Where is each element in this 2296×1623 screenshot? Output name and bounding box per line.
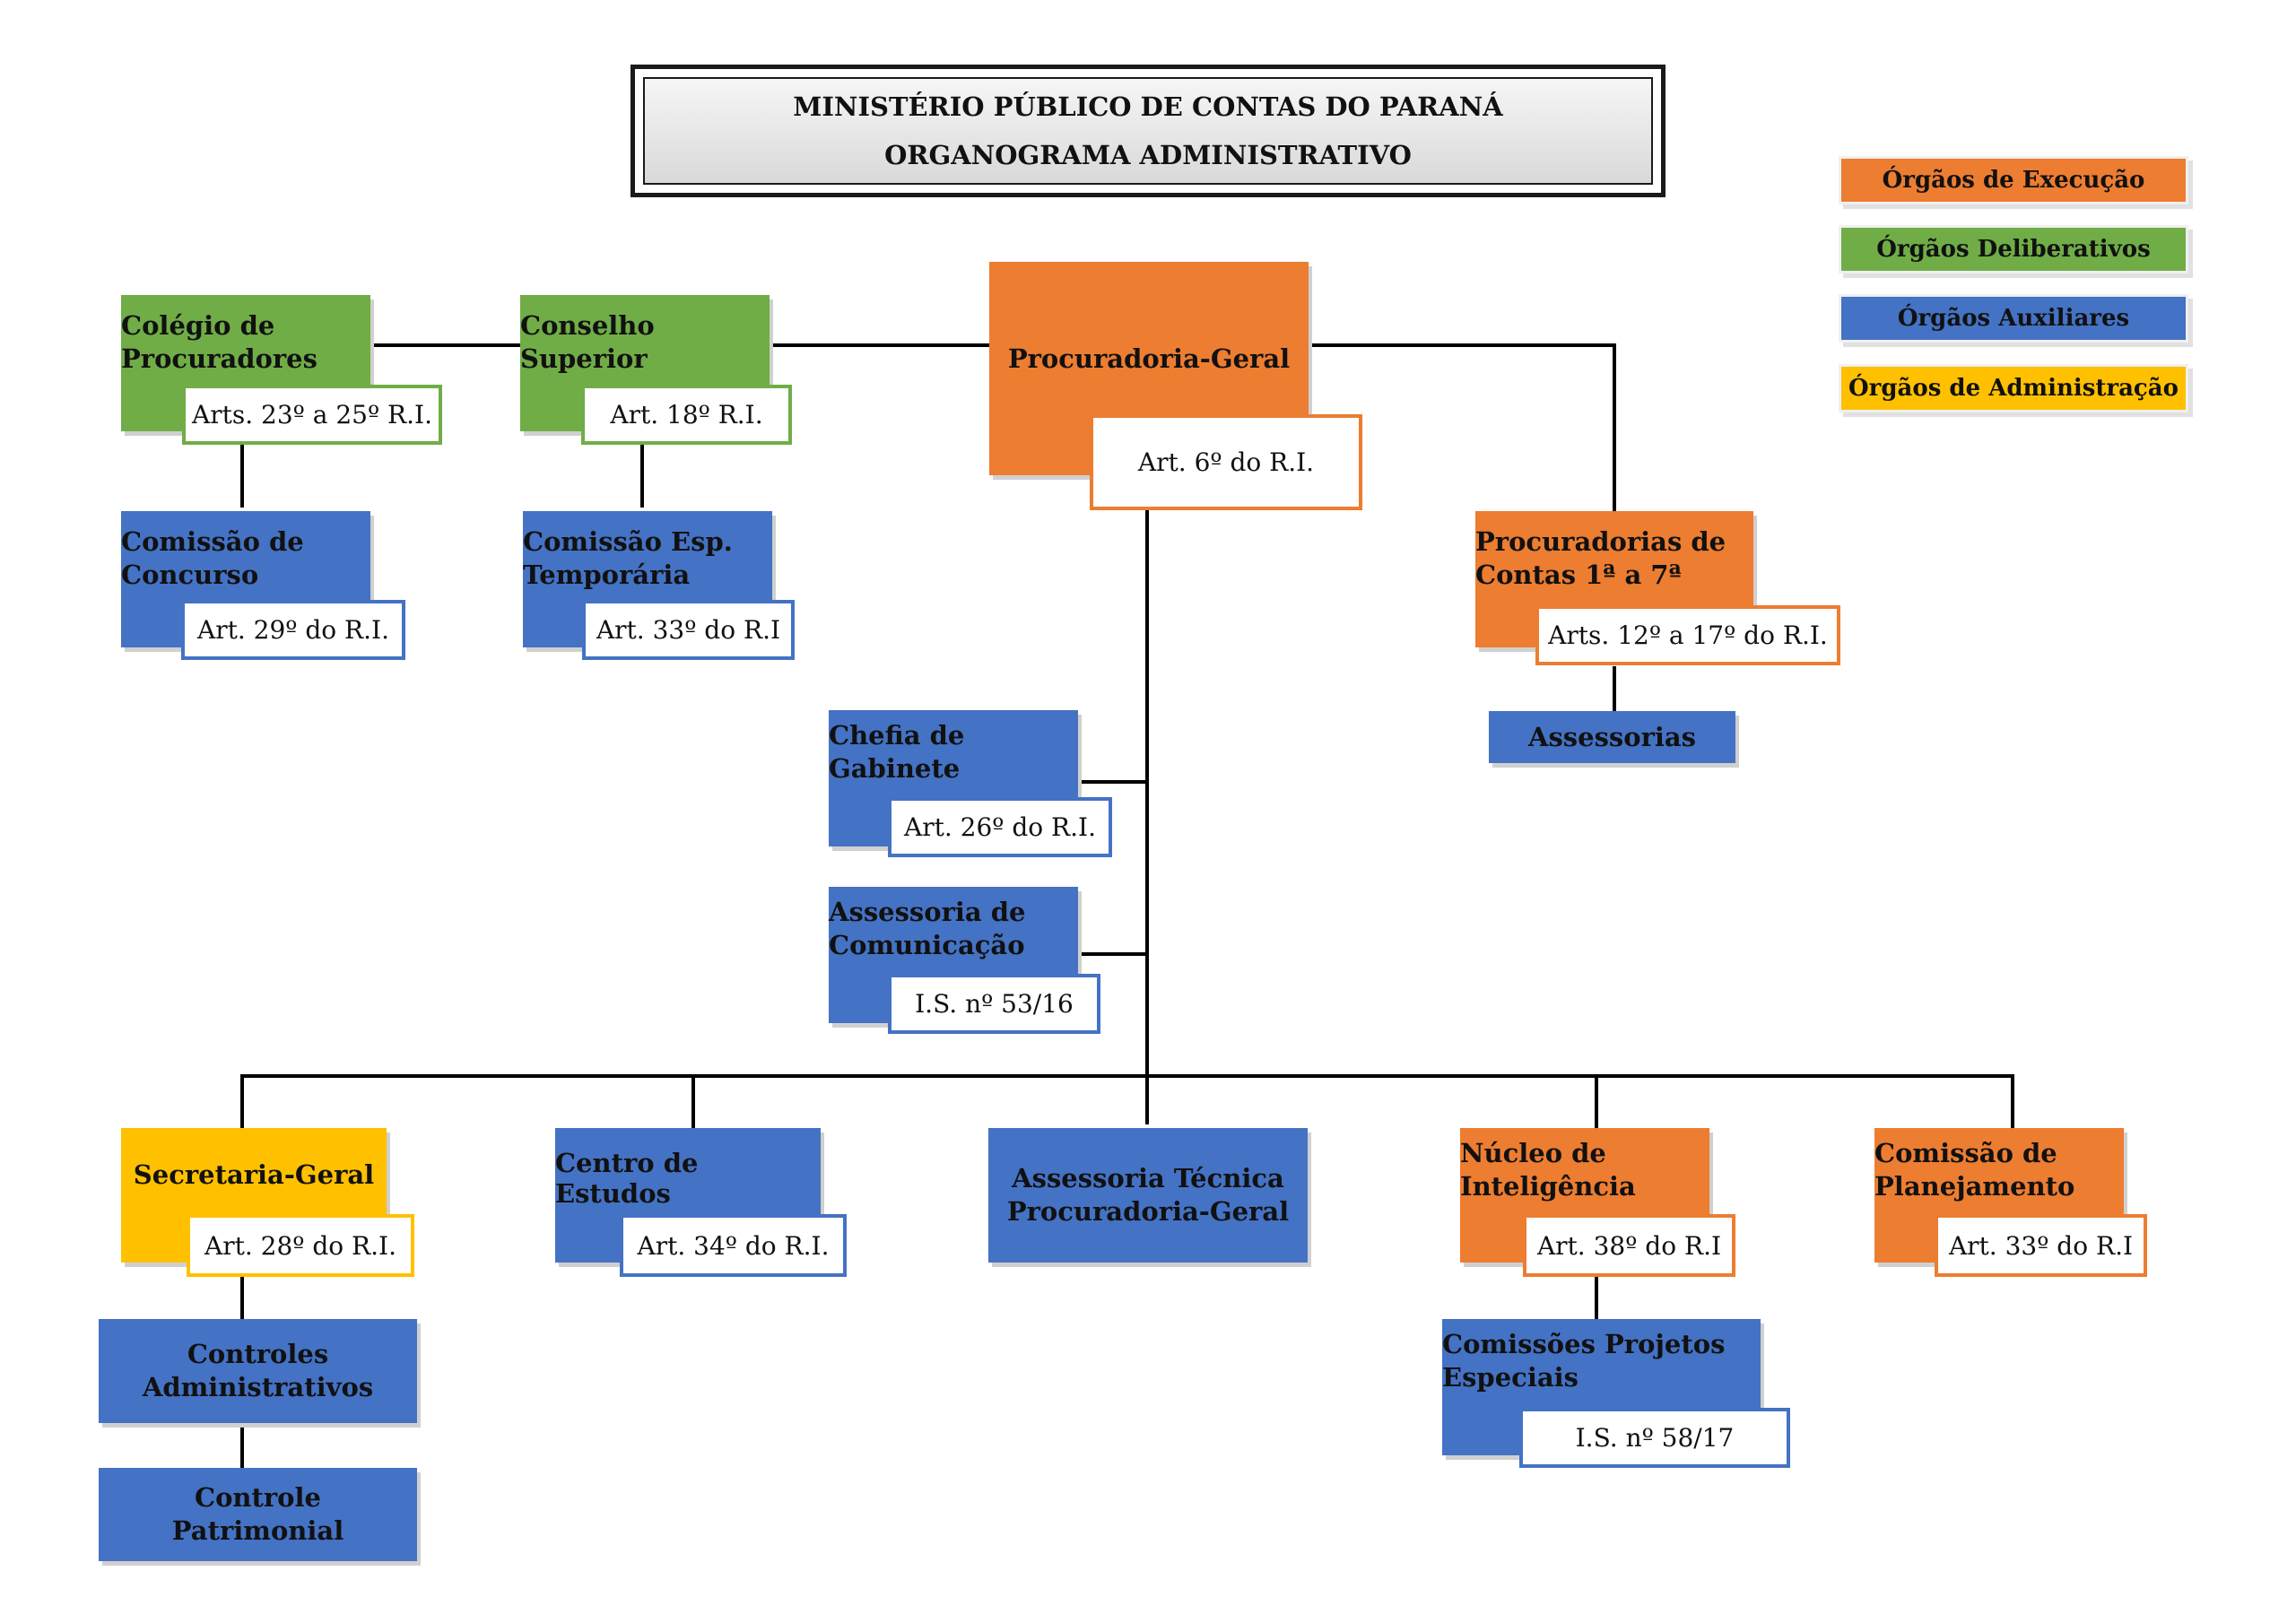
title-line-1: MINISTÉRIO PÚBLICO DE CONTAS DO PARANÁ — [793, 91, 1503, 122]
ref-conselho: Art. 18º R.I. — [581, 385, 792, 445]
node-assessoria-tecnica: Assessoria Técnica Procuradoria-Geral — [988, 1128, 1308, 1263]
node-label: Gabinete — [829, 753, 961, 784]
node-label: Assessorias — [1527, 721, 1696, 752]
connector-line — [1074, 780, 1147, 784]
connector-line — [240, 1074, 244, 1130]
node-assessorias: Assessorias — [1489, 711, 1735, 763]
connector-line — [1613, 666, 1616, 713]
legend-auxiliares: Órgãos Auxiliares — [1839, 294, 2188, 343]
connector-line — [1595, 1074, 1598, 1130]
ref-procuradoria-geral: Art. 6º do R.I. — [1090, 414, 1362, 510]
node-label: Assessoria de — [829, 897, 1026, 927]
connector-line — [1309, 343, 1616, 347]
node-label: Comissão de — [121, 526, 304, 557]
node-label: Estudos — [555, 1178, 671, 1209]
diagram-title-frame: MINISTÉRIO PÚBLICO DE CONTAS DO PARANÁ O… — [631, 65, 1665, 197]
node-controles-administrativos: Controles Administrativos — [99, 1319, 417, 1423]
legend-administracao: Órgãos de Administração — [1839, 364, 2188, 412]
ref-procuradorias-contas: Arts. 12º a 17º do R.I. — [1535, 605, 1840, 665]
connector-line — [368, 343, 523, 347]
node-label: Controle — [195, 1482, 321, 1513]
ref-comissao-planejamento: Art. 33º do R.I — [1935, 1214, 2147, 1277]
diagram-title: MINISTÉRIO PÚBLICO DE CONTAS DO PARANÁ O… — [643, 77, 1653, 185]
connector-line — [240, 443, 244, 508]
connector-line — [240, 1074, 2014, 1078]
node-procuradoria-geral: Procuradoria-Geral — [989, 262, 1309, 475]
node-label: Administrativos — [142, 1372, 374, 1402]
ref-comissao-esp: Art. 33º do R.I — [582, 600, 795, 660]
node-label: Comunicação — [829, 930, 1025, 960]
node-label: Procuradores — [121, 343, 317, 374]
node-label: Chefia de — [829, 720, 965, 751]
node-label: Conselho — [520, 310, 655, 341]
node-label: Patrimonial — [171, 1515, 344, 1546]
connector-line — [770, 343, 991, 347]
connector-line — [2011, 1074, 2014, 1130]
connector-line — [1613, 343, 1616, 514]
connector-line — [1595, 1273, 1598, 1320]
connector-line — [1145, 509, 1149, 1124]
ref-secretaria: Art. 28º do R.I. — [187, 1214, 414, 1277]
ref-centro-estudos: Art. 34º do R.I. — [620, 1214, 847, 1277]
connector-line — [1074, 952, 1147, 956]
connector-line — [640, 443, 644, 508]
node-label: Assessoria Técnica — [1012, 1163, 1284, 1193]
title-line-2: ORGANOGRAMA ADMINISTRATIVO — [884, 140, 1412, 170]
connector-line — [240, 1422, 244, 1469]
node-label: Contas 1ª a 7ª — [1475, 560, 1682, 590]
node-label: Especiais — [1442, 1362, 1578, 1393]
legend-deliberativos: Órgãos Deliberativos — [1839, 225, 2188, 273]
ref-colegio: Arts. 23º a 25º R.I. — [182, 385, 442, 445]
node-label: Colégio de — [121, 310, 275, 341]
node-label: Temporária — [523, 560, 691, 590]
node-label: Concurso — [121, 560, 259, 590]
ref-chefia: Art. 26º do R.I. — [888, 797, 1112, 857]
ref-nucleo: Art. 38º do R.I — [1523, 1214, 1735, 1277]
connector-line — [240, 1273, 244, 1320]
node-label: Comissão Esp. — [523, 526, 733, 557]
node-label: Controles — [187, 1339, 329, 1369]
node-label: Centro de — [555, 1148, 699, 1178]
node-label: Núcleo de — [1460, 1138, 1606, 1168]
ref-assessoria-comunicacao: I.S. nº 53/16 — [888, 974, 1100, 1034]
ref-comissoes-projetos: I.S. nº 58/17 — [1519, 1408, 1790, 1468]
node-label: Comissões Projetos — [1442, 1329, 1726, 1359]
node-label: Inteligência — [1460, 1171, 1636, 1202]
ref-comissao-concurso: Art. 29º do R.I. — [181, 600, 405, 660]
node-controle-patrimonial: Controle Patrimonial — [99, 1468, 417, 1561]
node-label: Comissão de — [1874, 1138, 2057, 1168]
node-label: Planejamento — [1874, 1171, 2075, 1202]
legend-execucao: Órgãos de Execução — [1839, 156, 2188, 204]
node-label: Superior — [520, 343, 648, 374]
node-label: Secretaria-Geral — [133, 1159, 375, 1190]
node-label: Procuradoria-Geral — [1007, 343, 1291, 374]
node-label: Procuradoria-Geral — [1006, 1196, 1290, 1227]
connector-line — [691, 1074, 695, 1130]
node-label: Procuradorias de — [1475, 526, 1726, 557]
